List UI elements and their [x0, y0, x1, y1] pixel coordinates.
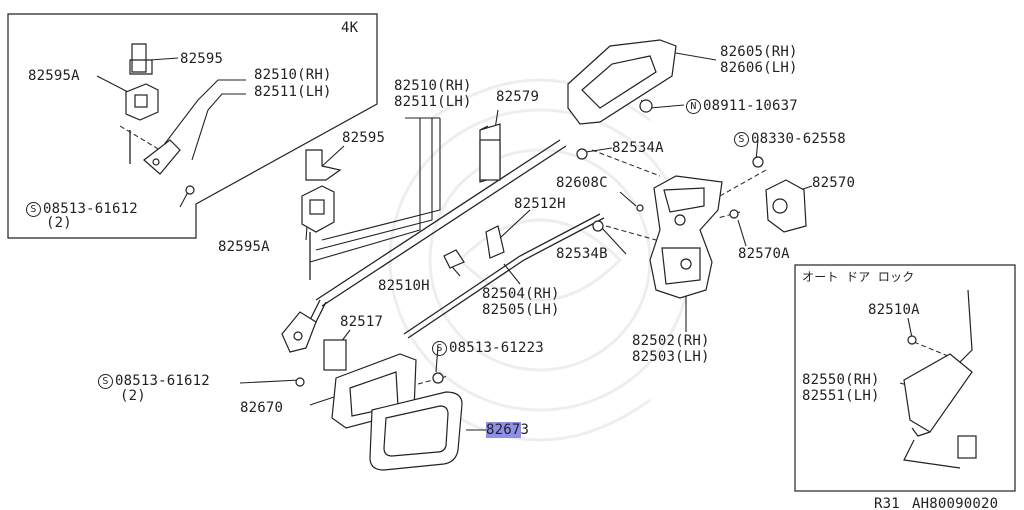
label-diagram-code: AH80090020 [912, 496, 999, 510]
actuator-parts [903, 289, 977, 469]
label-r31: R31 [874, 496, 900, 510]
label-4k: 4K [341, 20, 359, 36]
s-circle-icon: S [734, 132, 749, 147]
label-82570: 82570 [812, 175, 856, 191]
label-82579: 82579 [496, 89, 540, 105]
s-circle-icon: S [432, 341, 447, 356]
label-82503lh: 82503(LH) [632, 349, 710, 365]
label-82534b: 82534B [556, 246, 608, 262]
label-82511lh: 82511(LH) [394, 94, 472, 110]
label-qty-2-inset: (2) [46, 215, 72, 231]
highlighted-part-number: 8267 [486, 422, 521, 438]
inset-door-lock-frame [794, 264, 1016, 492]
label-82510a: 82510A [868, 302, 920, 318]
label-82534a: 82534A [612, 140, 664, 156]
s-circle-icon: S [26, 202, 41, 217]
s-circle-icon: S [98, 374, 113, 389]
label-82670: 82670 [240, 400, 284, 416]
main-parts [281, 39, 807, 471]
label-82606lh: 82606(LH) [720, 60, 798, 76]
label-82605rh: 82605(RH) [720, 44, 798, 60]
label-82595-inset: 82595 [180, 51, 224, 67]
label-82510rh-inset: 82510(RH) [254, 67, 332, 83]
label-82595a: 82595A [218, 239, 270, 255]
label-82608c: 82608C [556, 175, 608, 191]
label-82551lh: 82551(LH) [802, 388, 880, 404]
label-82550rh: 82550(RH) [802, 372, 880, 388]
label-qty-2: (2) [120, 388, 146, 404]
label-auto-door-lock: オート ドア ロック [802, 270, 915, 284]
label-82510rh: 82510(RH) [394, 78, 472, 94]
label-82595a-inset: 82595A [28, 68, 80, 84]
label-82510h: 82510H [378, 278, 430, 294]
label-82505lh: 82505(LH) [482, 302, 560, 318]
leader-lines [96, 51, 919, 431]
label-82517: 82517 [340, 314, 384, 330]
label-82504rh: 82504(RH) [482, 286, 560, 302]
n-circle-icon: N [686, 99, 701, 114]
label-82595: 82595 [342, 130, 386, 146]
label-82570a: 82570A [738, 246, 790, 262]
label-82511lh-inset: 82511(LH) [254, 84, 332, 100]
watermark-emblem [388, 78, 692, 442]
label-82502rh: 82502(RH) [632, 333, 710, 349]
label-82673: 82673 [486, 422, 530, 438]
inset-4k-frame [7, 13, 378, 239]
label-82512h: 82512H [514, 196, 566, 212]
inset-parts [125, 43, 195, 195]
